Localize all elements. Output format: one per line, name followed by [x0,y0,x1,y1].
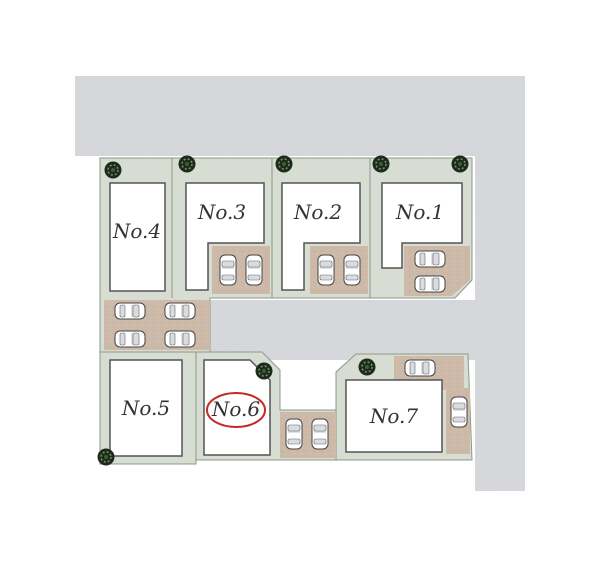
lot-label-no6: No.6 [211,397,261,421]
house-no2 [281,182,361,291]
lot-labels: No.4 No.3 No.2 No.1 No.5 No.6 No.7 [112,200,444,428]
tree-icon [274,154,294,174]
lot-label-no3: No.3 [197,200,246,224]
car-icon [164,330,196,348]
car-icon [343,254,361,286]
car-icon [164,302,196,320]
tree-icon [177,154,197,174]
car-icon [450,396,468,428]
tree-icon [371,154,391,174]
car-icon [285,418,303,450]
lot-label-no7: No.7 [369,404,419,428]
tree-icon [357,357,377,377]
car-icon [114,302,146,320]
tree-icon [96,447,116,467]
house-no1 [381,182,463,269]
car-icon [414,250,446,268]
lot-label-no1: No.1 [395,200,444,224]
house-no7 [345,379,443,453]
house-no3 [185,182,265,291]
tree-icon [103,160,123,180]
lot-label-no2: No.2 [293,200,342,224]
lot-label-no4: No.4 [112,219,161,243]
car-icon [245,254,263,286]
car-icon [311,418,329,450]
house-no6 [203,359,271,456]
car-icon [414,275,446,293]
car-icon [219,254,237,286]
house-no5 [109,359,183,457]
car-icon [404,359,436,377]
houses [109,182,463,457]
tree-icon [450,154,470,174]
highlight-circle [206,392,266,428]
car-icon [114,330,146,348]
house-no4 [109,182,166,292]
road-area [75,76,525,491]
car-icon [317,254,335,286]
tree-icon [254,361,274,381]
lot-label-no5: No.5 [121,396,170,420]
